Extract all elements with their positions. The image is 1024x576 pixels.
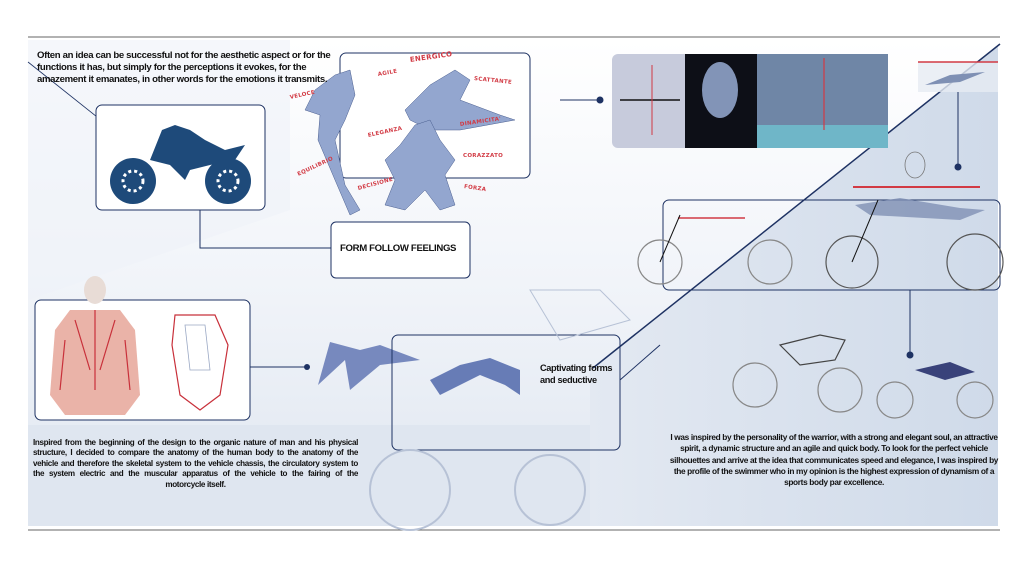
bottom-band	[28, 425, 628, 525]
connector-moto-to-headline	[199, 210, 331, 249]
swimmer-profile-sketch	[918, 61, 998, 92]
headline-form-follow-feelings: FORM FOLLOW FEELINGS	[340, 243, 457, 254]
anatomy-description: Inspired from the beginning of the desig…	[33, 438, 358, 489]
headline-box	[330, 221, 471, 279]
warrior-poses-box	[304, 52, 531, 216]
right-blue-region	[590, 45, 998, 526]
connector-sketch-diagonal	[619, 344, 661, 381]
swimmer-photo-strip	[612, 54, 888, 148]
intro-text: Often an idea can be successful not for …	[37, 50, 331, 86]
anatomy-box	[34, 276, 251, 421]
fairing-sketch-box	[318, 289, 631, 531]
photos-dot	[596, 96, 604, 104]
diagonal-divider	[592, 43, 1001, 369]
proportions-box	[637, 151, 1004, 291]
bike-concept-sketches	[732, 334, 994, 419]
sketch-caption: Captivating forms and seductive	[540, 363, 613, 385]
bike-sketches-dot	[906, 351, 914, 359]
swimmer-dot	[954, 163, 962, 171]
warrior-description: I was inspired by the personality of the…	[669, 432, 999, 488]
motorcycle-silhouette-box	[95, 104, 266, 211]
pose-word: CORAZZATO	[463, 153, 504, 159]
connector-dot	[304, 364, 310, 370]
